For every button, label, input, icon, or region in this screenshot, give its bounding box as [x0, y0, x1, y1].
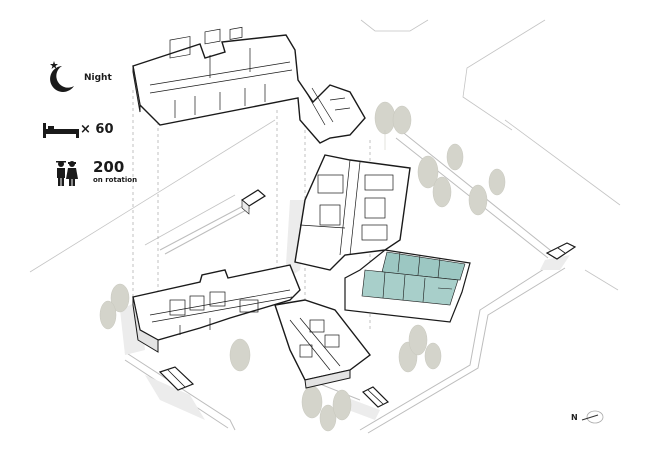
- moon-star-icon: [50, 61, 74, 92]
- upper-floor: [132, 26, 366, 144]
- people-sub-label: on rotation: [93, 176, 138, 184]
- north-arrow-icon: [581, 410, 604, 424]
- pavilions: [158, 189, 577, 408]
- ground-floor-south: [274, 299, 371, 389]
- night-label: Night: [84, 73, 112, 83]
- night-wing-highlighted: [344, 249, 471, 323]
- people-icon: [56, 161, 78, 186]
- trees: [99, 101, 506, 432]
- ground-floor-center: [294, 154, 411, 271]
- people-count: 200: [93, 158, 125, 176]
- beds-count-label: × 60: [80, 122, 114, 137]
- ground-floor-west: [132, 264, 301, 353]
- north-label: N: [571, 413, 578, 422]
- bed-icon: [43, 123, 79, 138]
- site-lines: [29, 19, 621, 291]
- shadows: [120, 200, 570, 420]
